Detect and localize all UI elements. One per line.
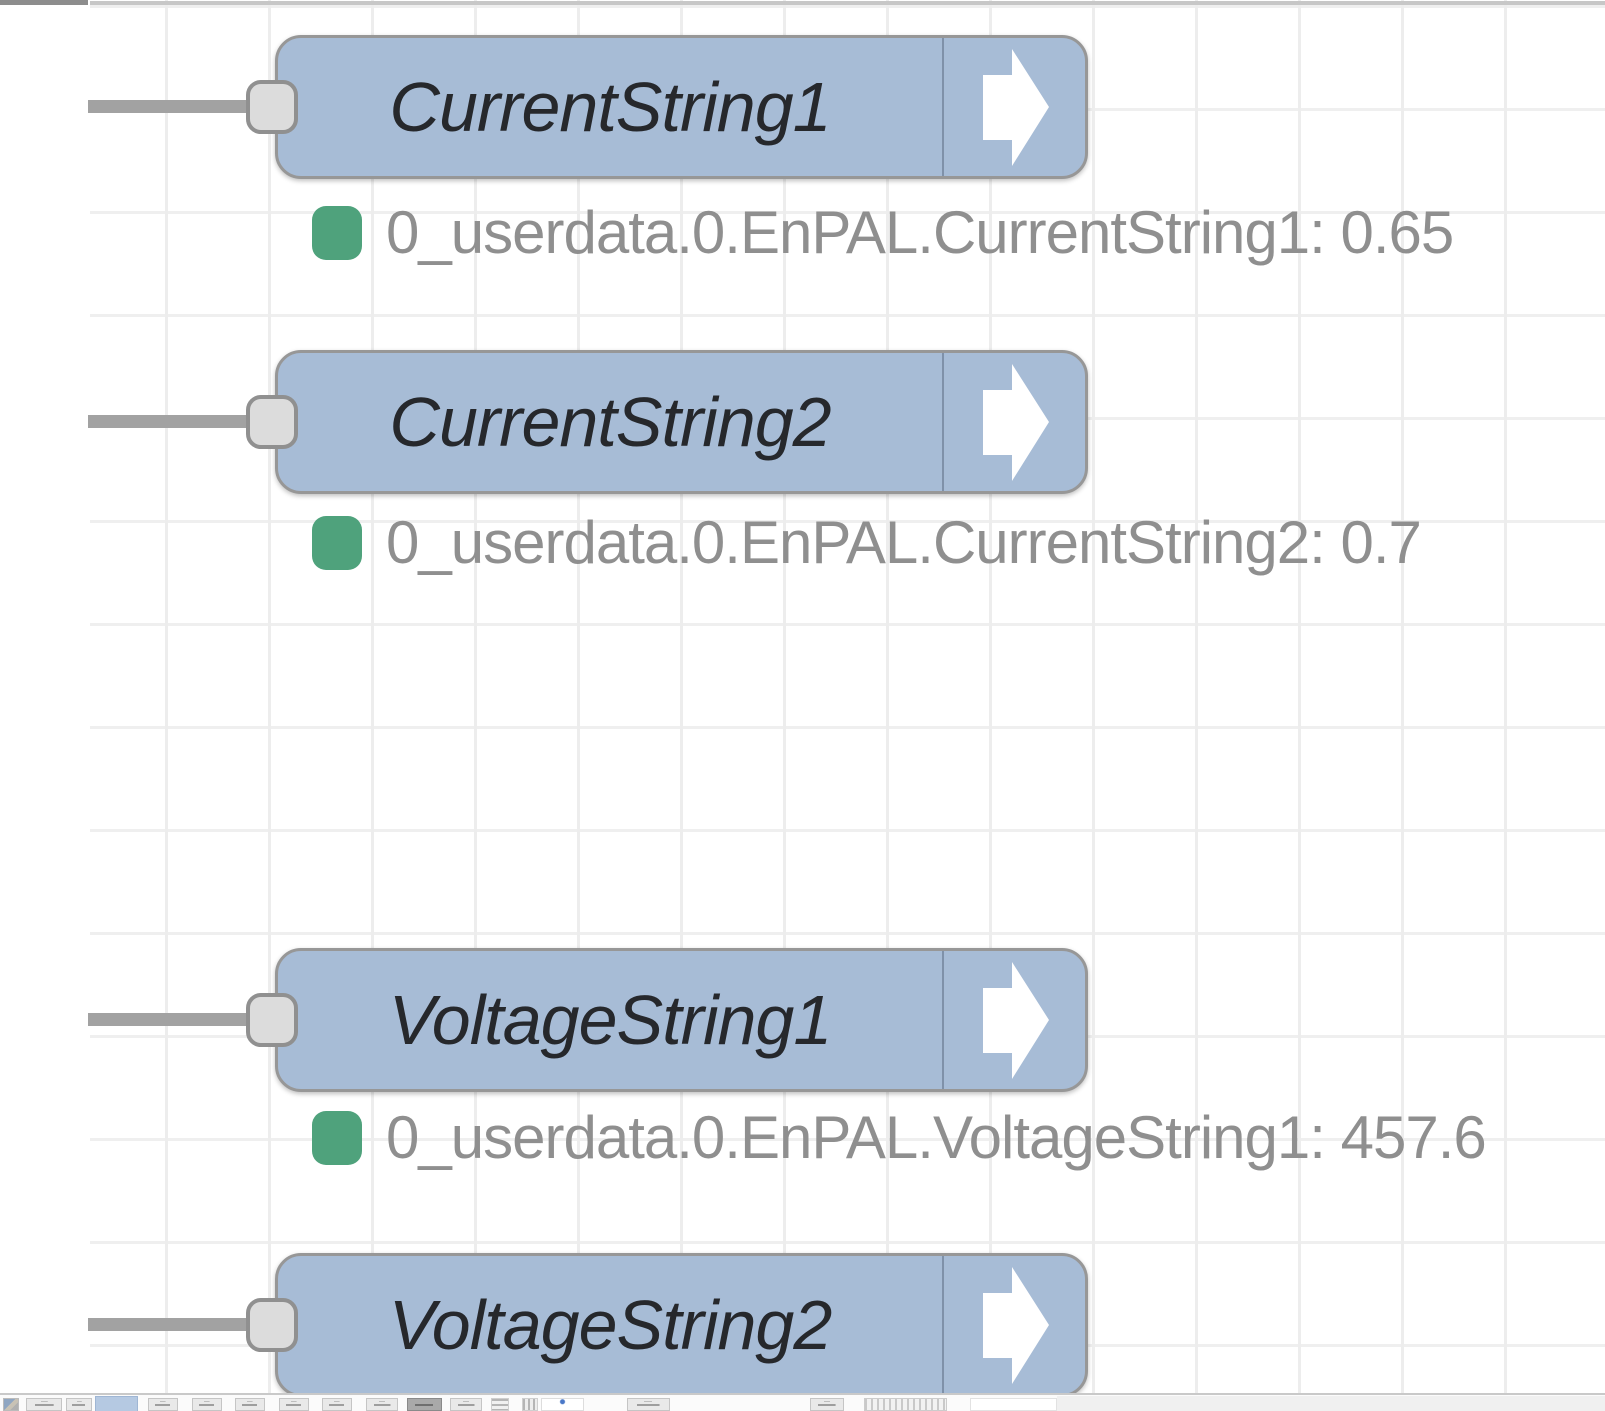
strip-box <box>279 1398 309 1411</box>
node-output-section <box>942 951 1087 1089</box>
input-port-voltagestring2[interactable] <box>246 1298 298 1352</box>
strip-box <box>810 1398 844 1411</box>
arrow-right-icon <box>982 363 1049 481</box>
node-output-section <box>942 1256 1087 1394</box>
strip-box <box>450 1398 482 1411</box>
status-dot-icon <box>312 1111 362 1165</box>
node-currentstring2[interactable]: CurrentString2 <box>275 350 1088 494</box>
node-label: VoltageString2 <box>388 1286 833 1364</box>
node-voltagestring1[interactable]: VoltageString1 <box>275 948 1088 1092</box>
status-dot-icon <box>312 516 362 570</box>
canvas-top-border <box>90 1 1605 5</box>
wire-into-currentstring2[interactable] <box>88 415 260 428</box>
strip-box-white-dot <box>541 1398 584 1411</box>
input-port-currentstring1[interactable] <box>246 80 298 134</box>
strip-box <box>66 1398 92 1411</box>
node-status-currentstring1: 0_userdata.0.EnPAL.CurrentString1: 0.65 <box>312 199 1454 266</box>
strip-box <box>192 1398 222 1411</box>
strip-mini-grid <box>522 1398 538 1411</box>
strip-box-dark <box>407 1398 442 1411</box>
node-output-section <box>942 353 1087 491</box>
wire-into-voltagestring2[interactable] <box>88 1318 260 1331</box>
node-label: CurrentString1 <box>389 68 831 146</box>
node-label: VoltageString1 <box>388 981 833 1059</box>
node-voltagestring2[interactable]: VoltageString2 <box>275 1253 1088 1397</box>
input-port-voltagestring1[interactable] <box>246 993 298 1047</box>
strip-mini-rows <box>491 1398 509 1411</box>
strip-box <box>366 1398 398 1411</box>
strip-box <box>322 1398 352 1411</box>
strip-box <box>235 1398 265 1411</box>
node-status-voltagestring1: 0_userdata.0.EnPAL.VoltageString1: 457.6 <box>312 1104 1487 1171</box>
wire-into-voltagestring1[interactable] <box>88 1013 260 1026</box>
node-status-currentstring2: 0_userdata.0.EnPAL.CurrentString2: 0.7 <box>312 509 1422 576</box>
node-currentstring1[interactable]: CurrentString1 <box>275 35 1088 179</box>
status-text: 0_userdata.0.EnPAL.CurrentString2: 0.7 <box>386 509 1422 576</box>
background-window-sliver <box>0 1393 1605 1411</box>
node-label: CurrentString2 <box>389 383 831 461</box>
status-text: 0_userdata.0.EnPAL.CurrentString1: 0.65 <box>386 199 1454 266</box>
top-left-edge-bar <box>0 0 88 5</box>
input-port-currentstring2[interactable] <box>246 395 298 449</box>
status-text: 0_userdata.0.EnPAL.VoltageString1: 457.6 <box>386 1104 1487 1171</box>
canvas-left-margin <box>0 5 90 1393</box>
strip-box-white <box>970 1398 1057 1411</box>
arrow-right-icon <box>982 1266 1049 1384</box>
arrow-right-icon <box>982 961 1049 1079</box>
wire-into-currentstring1[interactable] <box>88 100 260 113</box>
strip-box <box>148 1398 178 1411</box>
status-dot-icon <box>312 206 362 260</box>
arrow-right-icon <box>982 48 1049 166</box>
strip-box <box>26 1398 62 1411</box>
strip-fill <box>1057 1396 1605 1411</box>
strip-box-striped <box>864 1398 947 1411</box>
strip-box <box>627 1398 670 1411</box>
strip-icon <box>3 1398 19 1411</box>
strip-box-active <box>95 1396 138 1411</box>
node-output-section <box>942 38 1087 176</box>
